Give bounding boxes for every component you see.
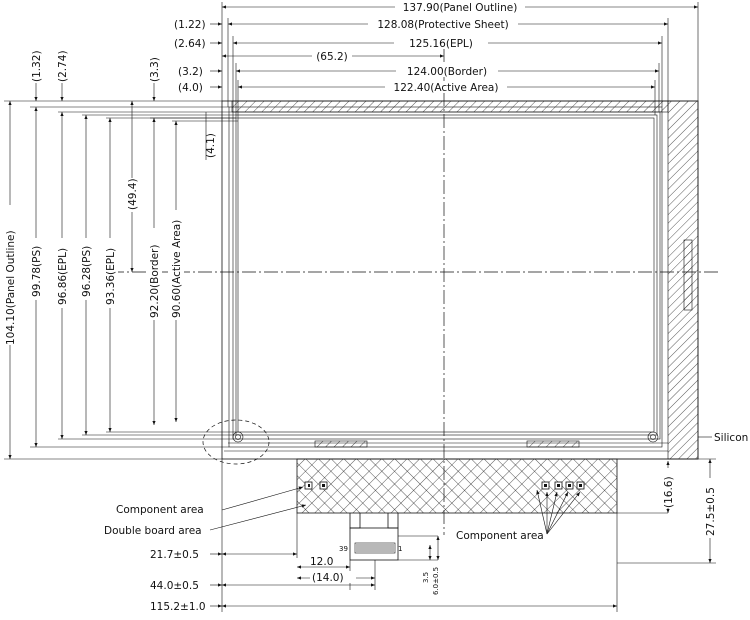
active-area-outline <box>237 117 655 433</box>
right-dimensions: Silicon (16.6) 27.5±0.5 <box>617 432 748 564</box>
bottom-dimensions: Component area Double board area Compone… <box>104 459 618 613</box>
dim-epl-width: 125.16(EPL) <box>409 38 473 50</box>
dim-offset-3-2: (3.2) <box>178 66 203 78</box>
dim-3-5: 3.5 <box>422 572 430 583</box>
dim-protective-sheet-width: 128.08(Protective Sheet) <box>377 19 508 31</box>
bond-pad-right <box>526 440 580 448</box>
bond-pad-left <box>314 440 368 448</box>
dim-offset-2-74: (2.74) <box>57 50 69 82</box>
corner-detail-circle <box>202 419 270 465</box>
panel-body <box>110 48 718 535</box>
dim-115-2: 115.2±1.0 <box>150 601 206 613</box>
fpc-board: 39 1 <box>296 458 618 561</box>
panel-outline <box>221 100 699 460</box>
dim-border-width: 124.00(Border) <box>407 66 487 78</box>
dim-panel-outline-width: 137.90(Panel Outline) <box>403 2 518 14</box>
top-dimensions: 137.90(Panel Outline) 128.08(Protective … <box>174 0 699 118</box>
left-dimensions: 104.10(Panel Outline) 99.78(PS) 96.86(EP… <box>2 50 238 460</box>
dim-ps-99: 99.78(PS) <box>31 246 43 297</box>
mount-hole-left <box>232 431 244 443</box>
top-seal-hatch <box>231 100 669 113</box>
dim-27-5: 27.5±0.5 <box>705 487 717 536</box>
epl-outline <box>232 111 661 440</box>
component-area-right-label: Component area <box>456 530 544 542</box>
dim-epl-96: 96.86(EPL) <box>57 248 69 305</box>
border-outline <box>235 114 658 436</box>
fpc-tail <box>349 527 399 561</box>
double-board-area-label: Double board area <box>104 525 202 537</box>
dim-offset-4-0: (4.0) <box>178 82 203 94</box>
component-area-left-label: Component area <box>116 504 204 516</box>
dim-offset-1-22: (1.22) <box>174 19 206 31</box>
side-connector <box>683 239 693 311</box>
fpc-pins <box>356 544 394 552</box>
dim-21-7: 21.7±0.5 <box>150 549 199 561</box>
dim-14-0: (14.0) <box>312 572 344 584</box>
dim-offset-3-3: (3.3) <box>149 57 161 82</box>
dim-16-6: (16.6) <box>663 476 675 508</box>
dim-offset-1-32: (1.32) <box>31 50 43 82</box>
dim-epl-93: 93.36(EPL) <box>105 248 117 305</box>
dim-44-0: 44.0±0.5 <box>150 580 199 592</box>
pin-39-label: 39 <box>339 545 348 553</box>
dim-border-height: 92.20(Border) <box>149 245 161 318</box>
double-board-area <box>296 458 618 514</box>
dim-center-offset-x: (65.2) <box>316 51 348 63</box>
mount-hole-right <box>647 431 659 443</box>
dim-offset-2-64: (2.64) <box>174 38 206 50</box>
dim-6-0: 6.0±0.5 <box>432 567 440 595</box>
dim-ps-96: 96.28(PS) <box>81 246 93 297</box>
dim-panel-outline-height: 104.10(Panel Outline) <box>5 230 17 345</box>
dim-offset-4-1: (4.1) <box>205 133 217 158</box>
dim-center-offset-y: (49.4) <box>127 178 139 210</box>
pin-1-label: 1 <box>398 545 402 553</box>
protective-sheet-outline <box>228 106 663 448</box>
right-seal-hatch <box>667 100 699 460</box>
dim-12-0: 12.0 <box>310 556 333 568</box>
dim-active-area-width: 122.40(Active Area) <box>394 82 499 94</box>
silicon-label: Silicon <box>714 432 748 444</box>
dim-active-area-height: 90.60(Active Area) <box>171 220 183 318</box>
